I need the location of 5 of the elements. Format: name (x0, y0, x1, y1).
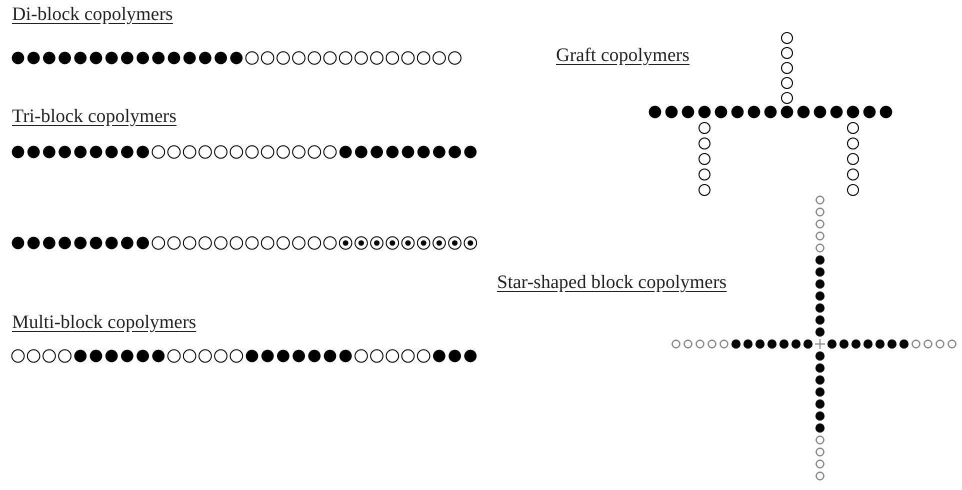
heading: Di-block copolymers (12, 4, 173, 26)
heading: Graft copolymers (556, 45, 690, 67)
heading: Tri-block copolymers (12, 106, 176, 128)
heading: Star-shaped block copolymers (497, 272, 727, 294)
heading: Multi-block copolymers (12, 312, 196, 334)
